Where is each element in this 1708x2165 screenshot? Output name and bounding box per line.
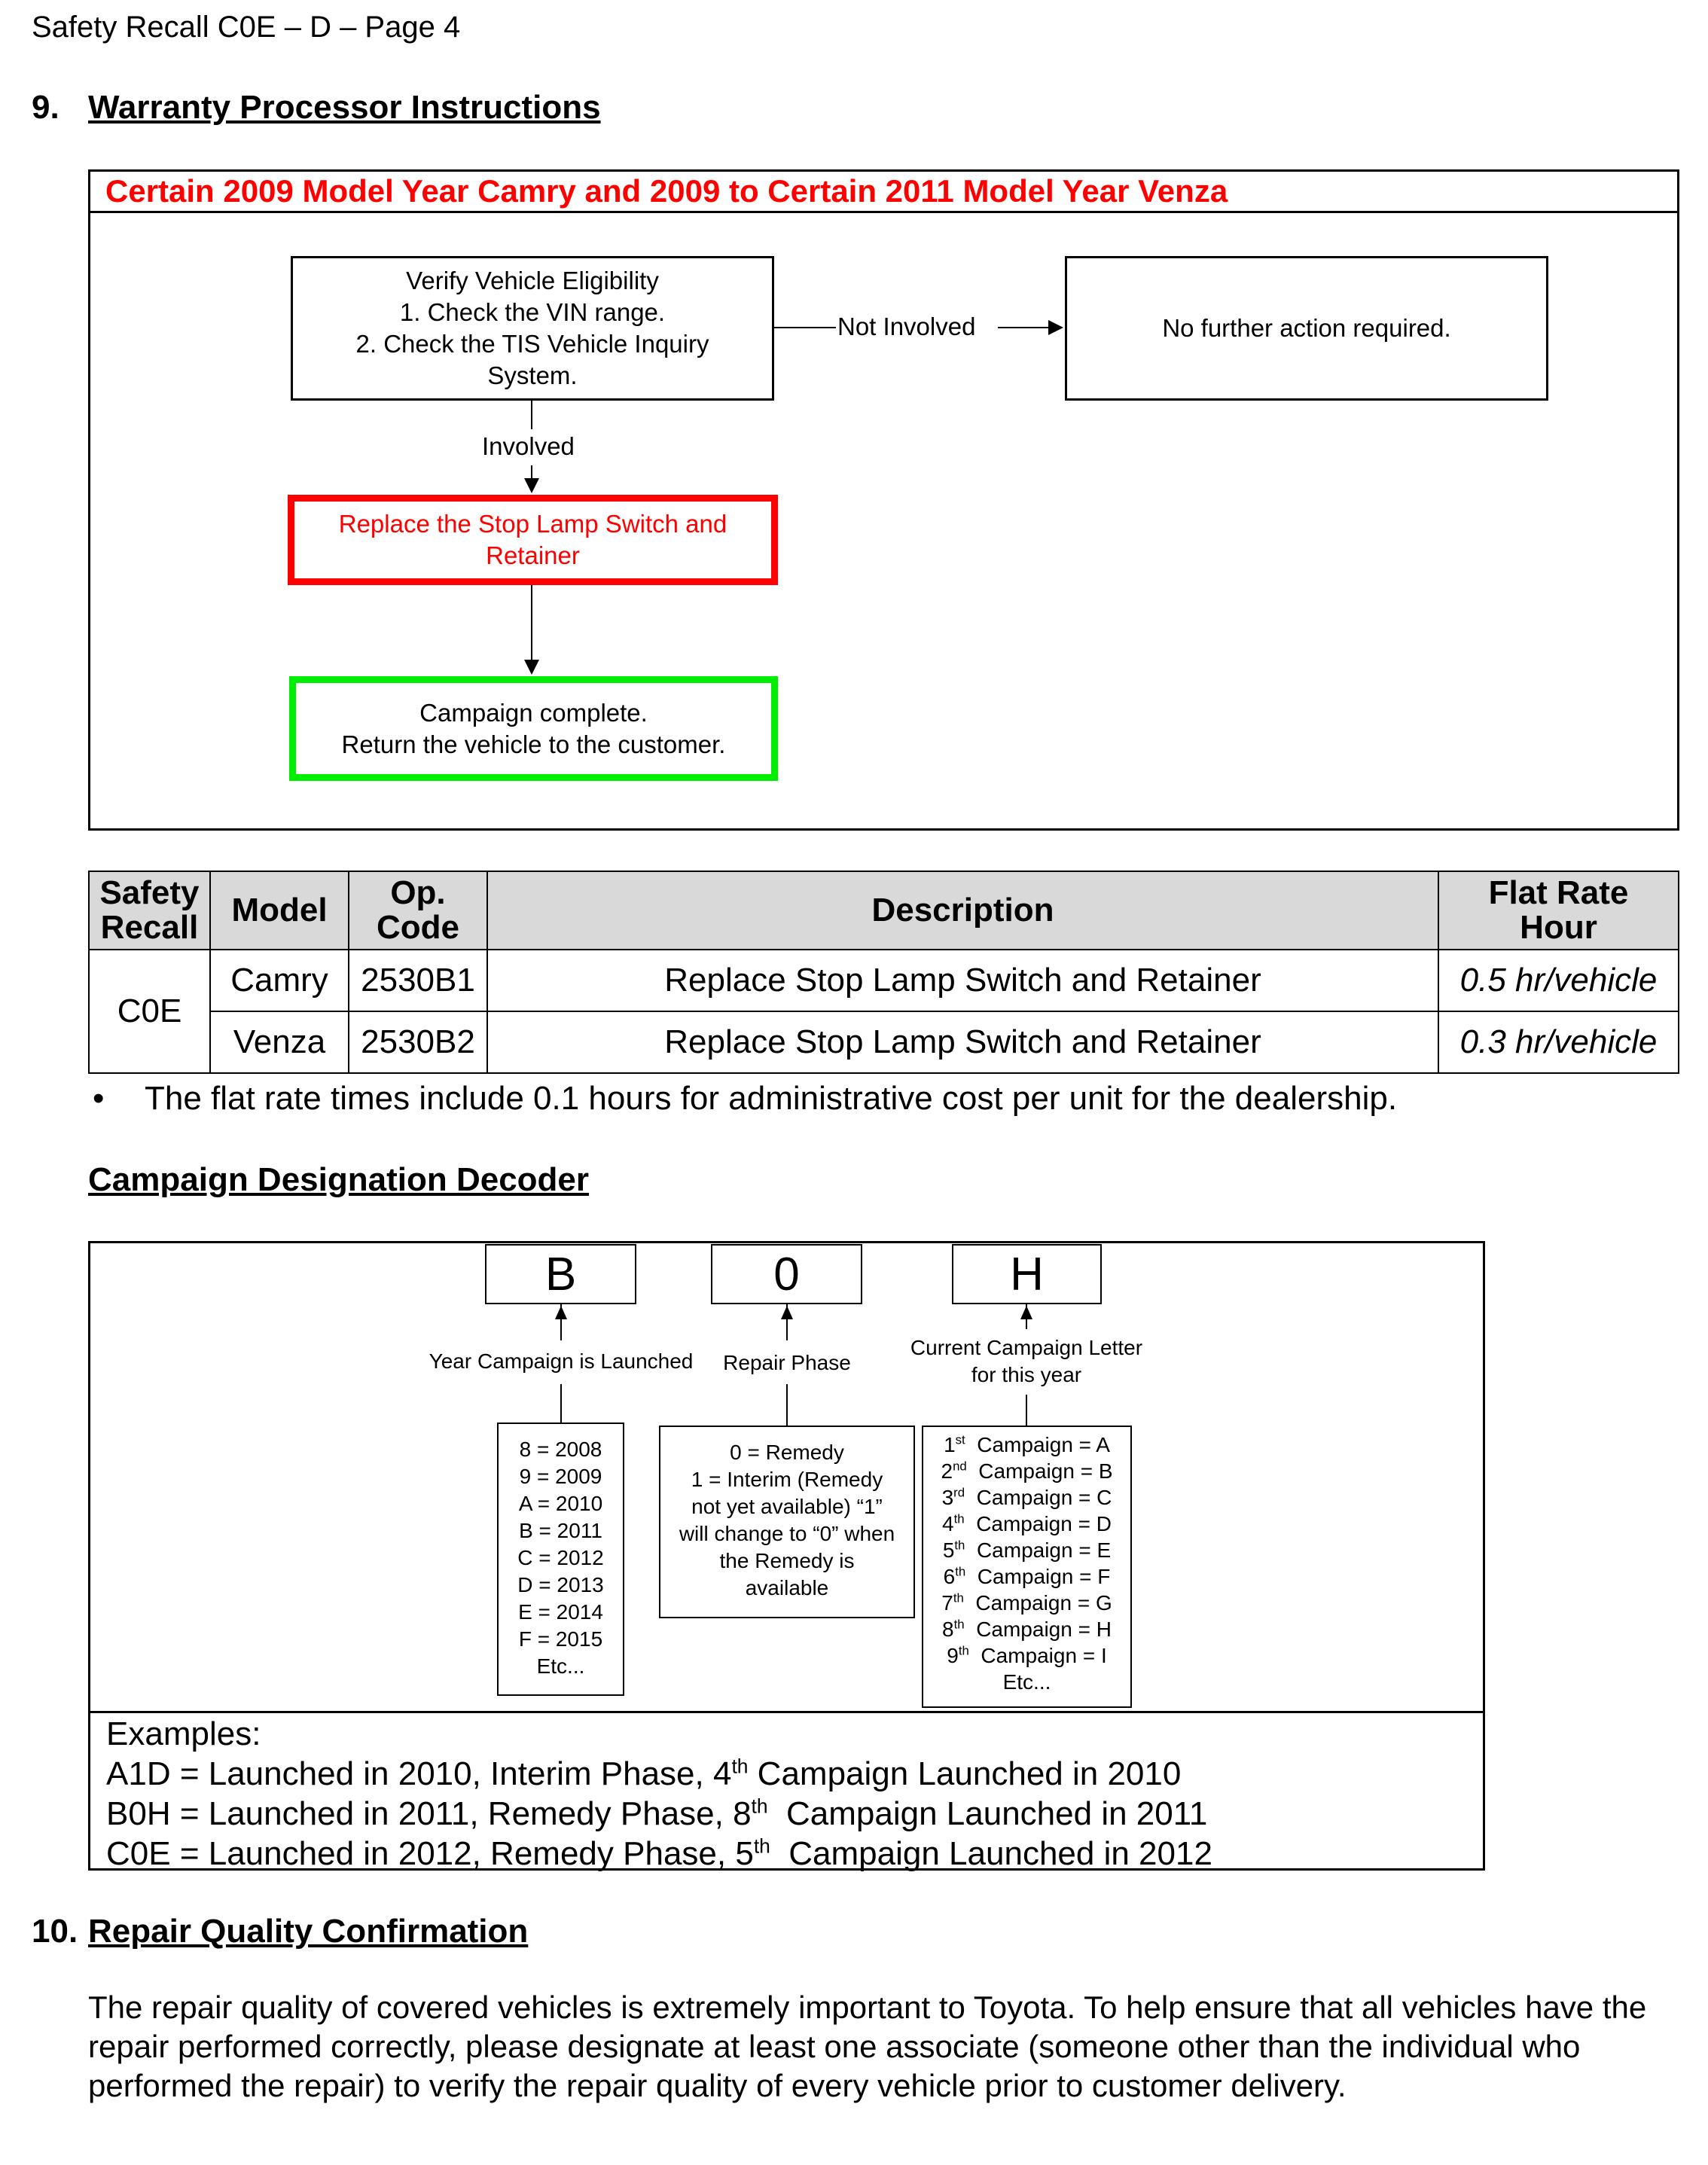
verify-line: 2. Check the TIS Vehicle Inquiry (355, 330, 709, 358)
decoder-heading: Campaign Designation Decoder (88, 1161, 590, 1198)
verify-line: 1. Check the VIN range. (399, 298, 666, 326)
bullet-icon: • (93, 1080, 105, 1117)
phase-letter-box: 0 (711, 1244, 862, 1304)
flowchart-title: Certain 2009 Model Year Camry and 2009 t… (90, 172, 1677, 213)
campaign-etc: Etc... (1002, 1670, 1051, 1694)
table-row: C0E Camry 2530B1 Replace Stop Lamp Switc… (88, 949, 1679, 1074)
replace-switch-box: Replace the Stop Lamp Switch and Retaine… (288, 495, 778, 585)
replace-line: Replace the Stop Lamp Switch and (338, 510, 727, 538)
model-cell: Venza (209, 1011, 349, 1074)
verify-eligibility-box: Verify Vehicle Eligibility 1. Check the … (291, 256, 774, 401)
phase-label: Repair Phase (720, 1349, 854, 1377)
example-line: B0H = Launched in 2011, Remedy Phase, 8t… (106, 1795, 1208, 1832)
campaign-complete-box: Campaign complete. Return the vehicle to… (289, 676, 778, 781)
year-label: Year Campaign is Launched (425, 1348, 697, 1375)
campaign-letter-box: H (952, 1244, 1102, 1304)
campaign-code-line: 6th Campaign = F (943, 1564, 1111, 1588)
repair-quality-paragraph: The repair quality of covered vehicles i… (88, 1990, 1647, 2103)
campaign-code-line: 3rd Campaign = C (941, 1485, 1112, 1509)
examples-label: Examples: (106, 1715, 261, 1752)
verify-line: Verify Vehicle Eligibility (406, 267, 659, 294)
no-action-box: No further action required. (1065, 256, 1548, 401)
flowchart-frame: Certain 2009 Model Year Camry and 2009 t… (88, 169, 1679, 831)
campaign-code-line: 2nd Campaign = B (941, 1459, 1113, 1483)
complete-line: Campaign complete. (419, 698, 648, 727)
flat-rate-note-row: • The flat rate times include 0.1 hours … (88, 1080, 1679, 1118)
example-line: C0E = Launched in 2012, Remedy Phase, 5t… (106, 1834, 1212, 1872)
year-letter-box: B (485, 1244, 636, 1304)
op-code-cell: 2530B1 (348, 949, 488, 1012)
section-10-heading: 10. Repair Quality Confirmation (32, 1913, 528, 1950)
decoder-frame (88, 1241, 1485, 1871)
op-code-cell: 2530B2 (348, 1011, 488, 1074)
campaign-code-line: 7th Campaign = G (941, 1590, 1112, 1615)
model-cell: Camry (209, 949, 349, 1012)
replace-line: Retainer (486, 541, 580, 569)
campaign-code-line: 1st Campaign = A (944, 1432, 1110, 1456)
recall-cell: C0E (88, 949, 211, 1074)
examples: Examples:A1D = Launched in 2010, Interim… (106, 1714, 1212, 1874)
description-cell: Replace Stop Lamp Switch and Retainer (486, 949, 1439, 1012)
campaign-code-line: 9th Campaign = I (947, 1643, 1107, 1667)
campaign-code-line: 4th Campaign = D (942, 1511, 1112, 1535)
divider (90, 1711, 1483, 1713)
section-title: Warranty Processor Instructions (88, 89, 601, 126)
flat-rate-cell: 0.5 hr/vehicle (1438, 949, 1679, 1012)
not-involved-label: Not Involved (837, 313, 976, 340)
example-line: A1D = Launched in 2010, Interim Phase, 4… (106, 1755, 1182, 1792)
section-9-heading: 9. Warranty Processor Instructions (32, 89, 601, 127)
section-number: 10. (32, 1913, 78, 1950)
section-number: 9. (32, 89, 59, 126)
flat-rate-cell: 0.3 hr/vehicle (1438, 1011, 1679, 1074)
campaign-code-line: 5th Campaign = E (942, 1538, 1112, 1562)
flat-rate-note: The flat rate times include 0.1 hours fo… (145, 1080, 1398, 1117)
involved-label: Involved (482, 432, 575, 460)
page-header: Safety Recall C0E – D – Page 4 (32, 11, 461, 44)
verify-line: System. (487, 361, 578, 389)
campaign-code-line: 8th Campaign = H (942, 1617, 1112, 1641)
table-row: Venza 2530B2 Replace Stop Lamp Switch an… (89, 1011, 1679, 1074)
complete-line: Return the vehicle to the customer. (341, 730, 726, 758)
section-title: Repair Quality Confirmation (88, 1913, 529, 1950)
description-cell: Replace Stop Lamp Switch and Retainer (486, 1011, 1439, 1074)
